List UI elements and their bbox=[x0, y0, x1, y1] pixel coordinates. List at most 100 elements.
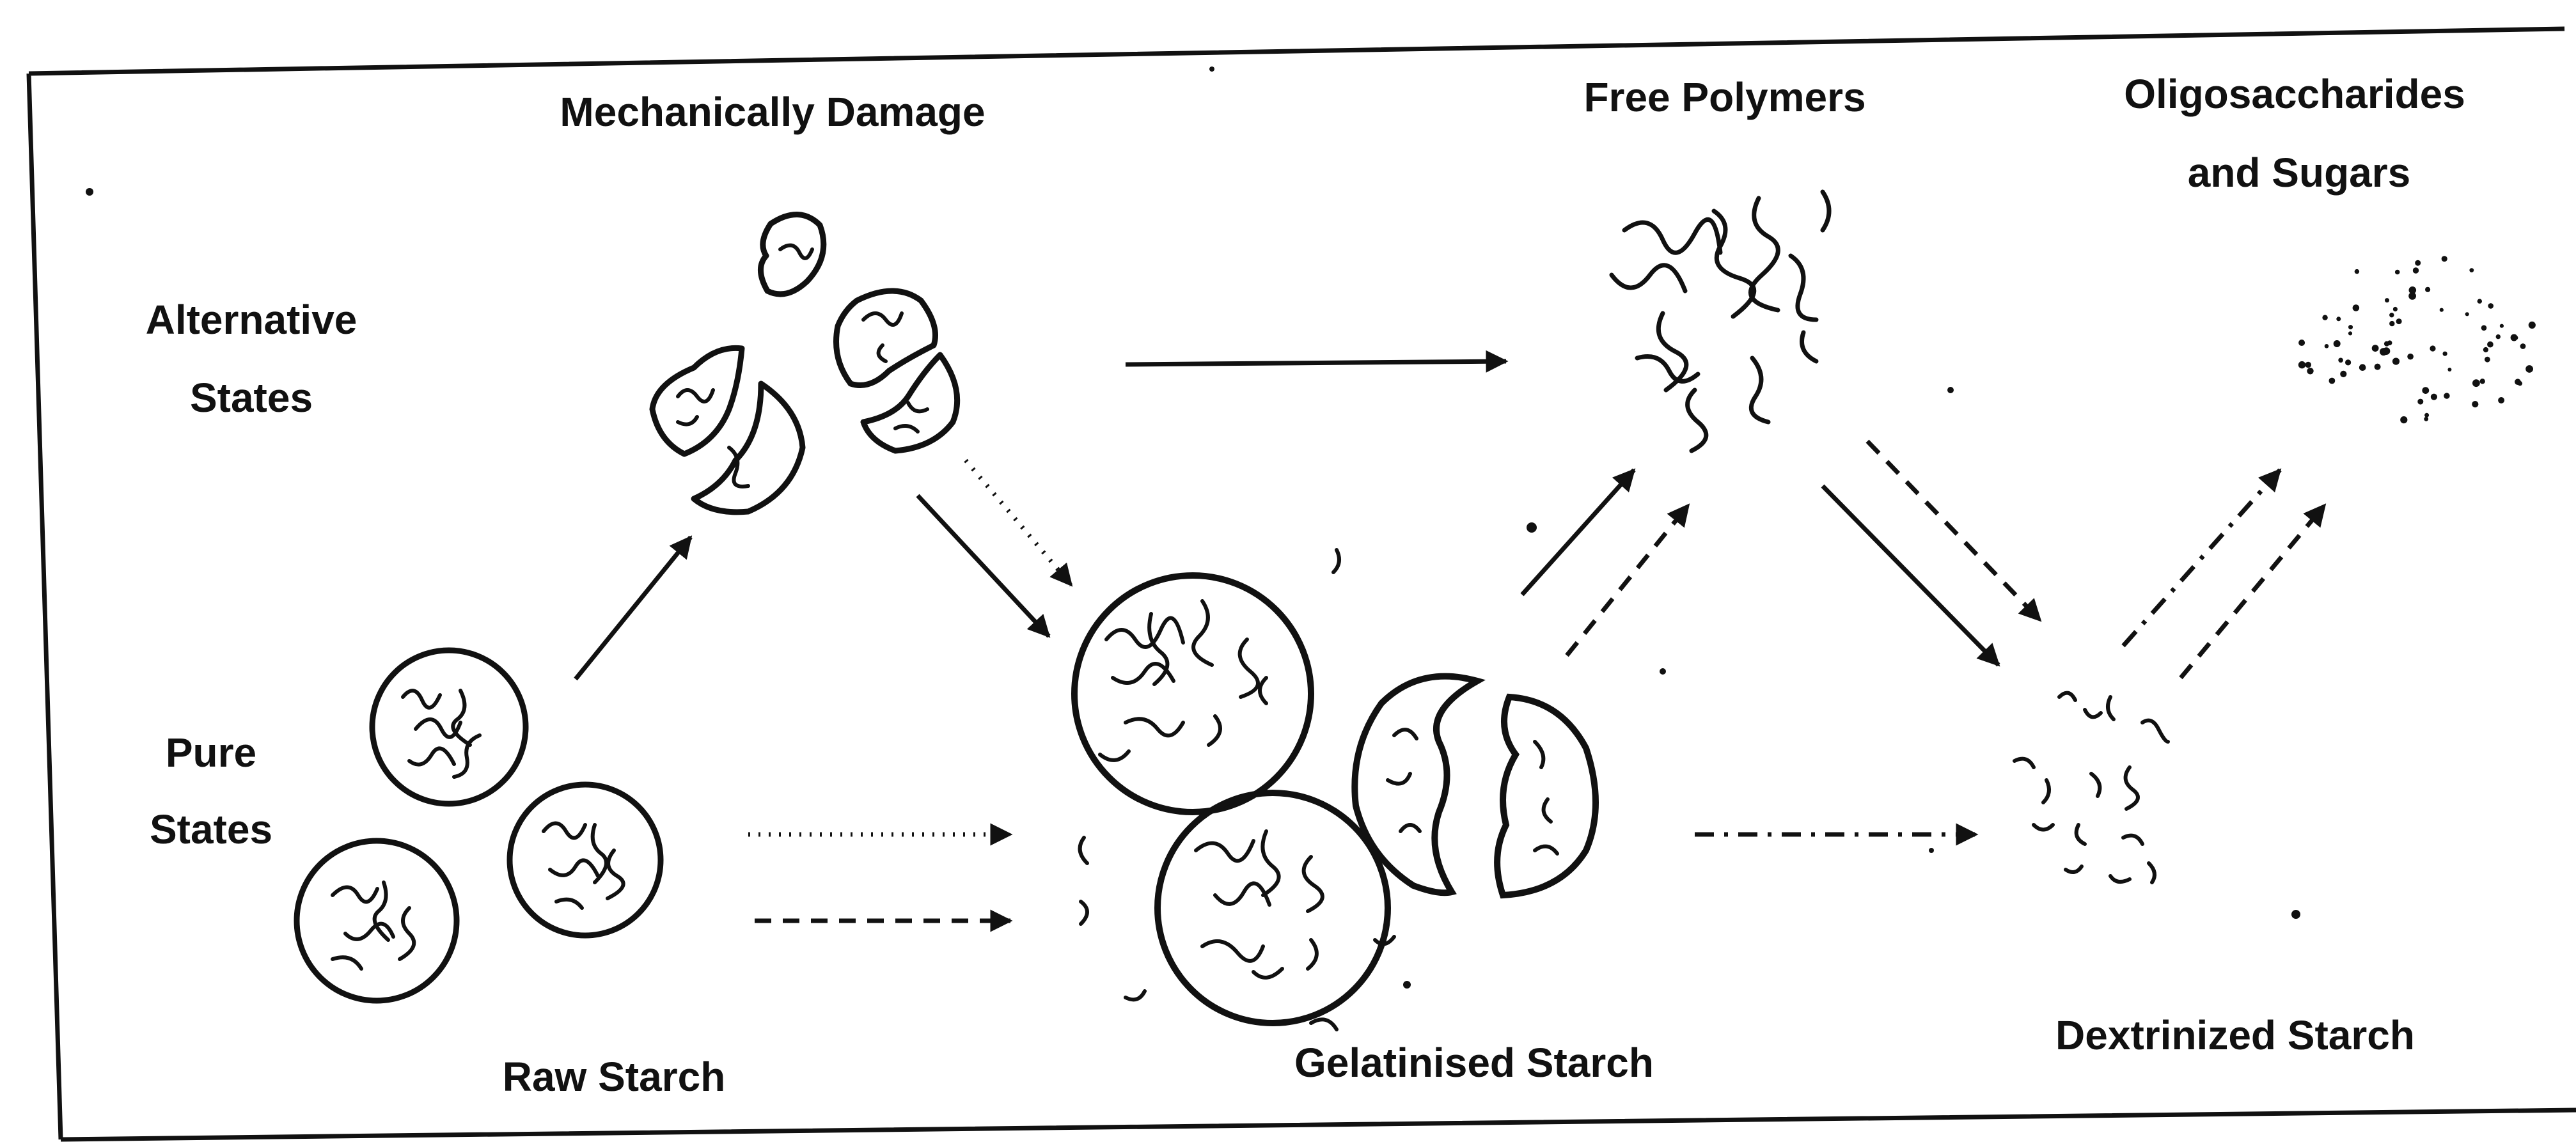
label-mechanically-damage: Mechanically Damage bbox=[560, 91, 985, 132]
damaged-fragment-left bbox=[652, 348, 742, 454]
label-free-polymers: Free Polymers bbox=[1583, 77, 1865, 118]
sugar-dot bbox=[2395, 270, 2400, 275]
sugar-dot bbox=[2413, 267, 2419, 273]
label-pure: Pure bbox=[166, 732, 256, 773]
raw-starch-granules bbox=[297, 650, 661, 1001]
label-alternative-states: States bbox=[190, 377, 313, 418]
sugar-dot bbox=[2305, 362, 2311, 368]
label-dextrinized-starch: Dextrinized Starch bbox=[2055, 1015, 2415, 1056]
arrow-damaged-to-gelatinised bbox=[918, 496, 1049, 636]
arrow-dextrinized-to-sugars-dashdot bbox=[2123, 470, 2280, 646]
sugar-dot bbox=[2384, 341, 2389, 347]
sugar-dot bbox=[2478, 299, 2482, 303]
damaged-fragment-right bbox=[836, 291, 936, 386]
sugar-dot bbox=[2407, 354, 2414, 360]
arrow-free-polymers-to-dextrinized-dashed bbox=[1867, 441, 2040, 620]
sugar-dot bbox=[2392, 358, 2399, 365]
label-gelatinised-starch: Gelatinised Starch bbox=[1294, 1042, 1654, 1083]
sugar-dot bbox=[2372, 345, 2379, 352]
split-granule-right bbox=[1497, 697, 1596, 895]
sugar-dot bbox=[2396, 318, 2402, 324]
sugar-dot bbox=[2487, 341, 2494, 348]
sugar-dot bbox=[2483, 347, 2488, 352]
label-and-sugars: and Sugars bbox=[2188, 152, 2411, 193]
sugar-dot bbox=[2340, 371, 2346, 377]
sugar-dot bbox=[2481, 325, 2487, 331]
sugar-dot bbox=[2472, 379, 2480, 387]
sugar-dot bbox=[2422, 387, 2429, 394]
split-granule-left bbox=[1355, 677, 1477, 893]
sugar-dot bbox=[2393, 307, 2398, 311]
sugar-dot bbox=[2520, 343, 2526, 349]
sugar-dot bbox=[2472, 401, 2478, 407]
sugar-dot bbox=[2485, 357, 2490, 363]
label-raw-starch: Raw Starch bbox=[503, 1056, 726, 1097]
label-oligosaccharides: Oligosaccharides bbox=[2124, 74, 2465, 114]
sugar-dot bbox=[2400, 416, 2407, 423]
arrow-raw-to-damaged bbox=[576, 537, 691, 679]
damaged-fragment-small bbox=[760, 214, 823, 294]
sugar-dot bbox=[2298, 340, 2305, 346]
arrow-dextrinized-to-sugars-dashed bbox=[2181, 505, 2325, 678]
sugar-dot bbox=[2440, 308, 2444, 312]
sugar-dot bbox=[2409, 286, 2417, 294]
swollen-granule-bottom bbox=[1158, 793, 1388, 1023]
raw-granule-2 bbox=[297, 841, 457, 1001]
sugar-dot bbox=[2359, 364, 2366, 371]
sugar-dot bbox=[2443, 352, 2447, 356]
sugar-dot bbox=[2385, 298, 2389, 302]
label-pure-states: States bbox=[150, 809, 272, 850]
sugar-dot bbox=[2298, 361, 2305, 368]
label-alternative: Alternative bbox=[146, 299, 357, 340]
sugar-dot bbox=[2500, 324, 2504, 328]
sugar-dot bbox=[2389, 321, 2394, 326]
sugar-dot bbox=[2469, 268, 2474, 272]
sugar-dot bbox=[2488, 303, 2494, 309]
arrow-gelatinised-to-free-polymers bbox=[1522, 470, 1634, 595]
sugar-dot bbox=[2415, 260, 2421, 266]
sugar-dot bbox=[2336, 317, 2341, 321]
sugar-dot bbox=[2430, 345, 2435, 351]
sugar-dot bbox=[2348, 325, 2353, 329]
dextrinized-starch-fragments bbox=[2014, 693, 2168, 882]
arrow-damaged-to-free-polymers bbox=[1126, 361, 1506, 364]
transition-arrows bbox=[576, 361, 2325, 921]
sugar-dot bbox=[2389, 313, 2394, 317]
sugar-dot bbox=[2424, 417, 2428, 421]
sugar-molecule-dots bbox=[2298, 256, 2536, 423]
sugar-dot bbox=[2348, 331, 2352, 335]
damaged-fragment-left-b bbox=[694, 384, 803, 512]
damaged-starch-fragments bbox=[652, 214, 957, 512]
sugar-dot bbox=[2307, 368, 2313, 374]
sugar-dot bbox=[2431, 394, 2437, 400]
arrow-free-polymers-to-dextrinized bbox=[1823, 486, 1999, 665]
sugar-dot bbox=[2480, 379, 2485, 384]
sugar-dot bbox=[2465, 312, 2469, 316]
sugar-dot bbox=[2525, 365, 2533, 373]
sugar-dot bbox=[2518, 381, 2522, 386]
sugar-dot bbox=[2496, 334, 2501, 339]
swollen-granule-top bbox=[1074, 575, 1311, 812]
sugar-dot bbox=[2513, 336, 2518, 340]
sugar-dot bbox=[2355, 269, 2359, 274]
sugar-dot bbox=[2447, 368, 2451, 372]
sugar-dot bbox=[2334, 340, 2341, 347]
sugar-dot bbox=[2375, 364, 2381, 370]
gelatinised-starch-granules bbox=[1074, 550, 1596, 1029]
sugar-dot bbox=[2353, 304, 2360, 311]
sugar-dot bbox=[2498, 397, 2504, 403]
sugar-dot bbox=[2383, 347, 2391, 355]
sugar-dot bbox=[2345, 359, 2351, 365]
sugar-dot bbox=[2338, 358, 2343, 363]
sugar-dot bbox=[2444, 393, 2449, 398]
sugar-dot bbox=[2322, 315, 2327, 320]
sugar-dot bbox=[2529, 322, 2536, 329]
sugar-dot bbox=[2417, 399, 2423, 405]
sugar-dot bbox=[2329, 378, 2336, 384]
raw-granule-1 bbox=[372, 650, 526, 804]
sugar-dot bbox=[2325, 344, 2329, 348]
sugar-dot bbox=[2442, 256, 2447, 262]
free-polymer-chains bbox=[1612, 192, 1829, 451]
sugar-dot bbox=[2425, 287, 2430, 292]
